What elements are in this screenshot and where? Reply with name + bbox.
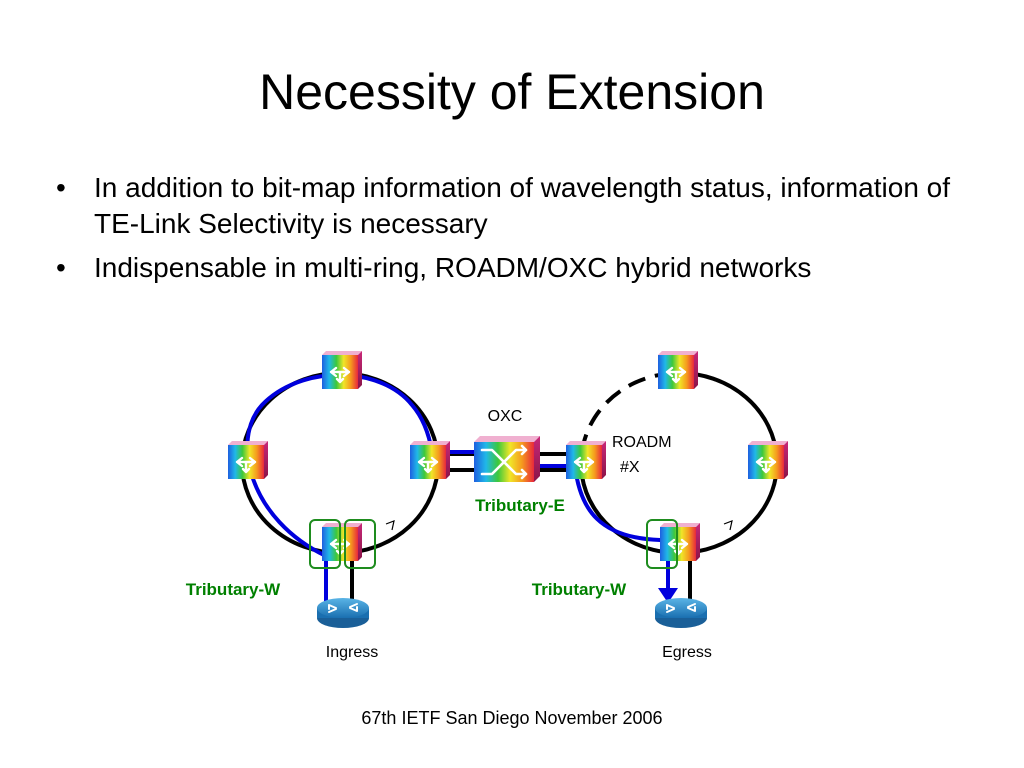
- slide-title: Necessity of Extension: [259, 64, 765, 120]
- tributary-e-label: Tributary-E: [475, 496, 565, 515]
- oxc-switch-icon: [474, 436, 540, 482]
- ingress-label: Ingress: [326, 644, 378, 661]
- tributary-w-left-label: Tributary-W: [186, 580, 281, 599]
- roadm-node-icon: [658, 521, 702, 563]
- roadm-node-icon: [564, 439, 608, 481]
- roadm-label: ROADM: [612, 434, 672, 451]
- path-arrowhead: [658, 588, 678, 603]
- bullet-text: Indispensable in multi-ring, ROADM/OXC h…: [94, 252, 812, 283]
- bullet-list: • In addition to bit-map information of …: [56, 170, 996, 294]
- bullet-item: • Indispensable in multi-ring, ROADM/OXC…: [56, 250, 996, 286]
- bullet-item: • In addition to bit-map information of …: [56, 170, 996, 242]
- tributary-selection-box: [344, 519, 376, 569]
- roadm-node-icon: [408, 439, 452, 481]
- bullet-marker: •: [56, 252, 66, 283]
- light-path: [245, 373, 670, 603]
- roadm-node-icon: [320, 521, 364, 563]
- router-icon: [316, 597, 370, 629]
- roadm-id-label: #X: [620, 459, 640, 476]
- ring-tick-mark: [385, 520, 395, 531]
- roadm-node-icon: [320, 349, 364, 391]
- tributary-w-right-label: Tributary-W: [532, 580, 627, 599]
- slide-footer: 67th IETF San Diego November 2006: [361, 708, 663, 728]
- oxc-label: OXC: [488, 408, 523, 425]
- network-diagram: OXC ROADM #X Tributary-E Tributary-W Tri…: [186, 349, 790, 661]
- router-icon: [654, 597, 708, 629]
- tributary-selection-box: [646, 519, 678, 569]
- ring-tick-mark: [723, 520, 733, 531]
- roadm-node-icon: [656, 349, 700, 391]
- roadm-node-icon: [226, 439, 270, 481]
- bullet-text: In addition to bit-map information of wa…: [94, 172, 951, 239]
- roadm-node-icon: [746, 439, 790, 481]
- bullet-marker: •: [56, 172, 66, 203]
- egress-label: Egress: [662, 644, 712, 661]
- tributary-selection-box: [309, 519, 341, 569]
